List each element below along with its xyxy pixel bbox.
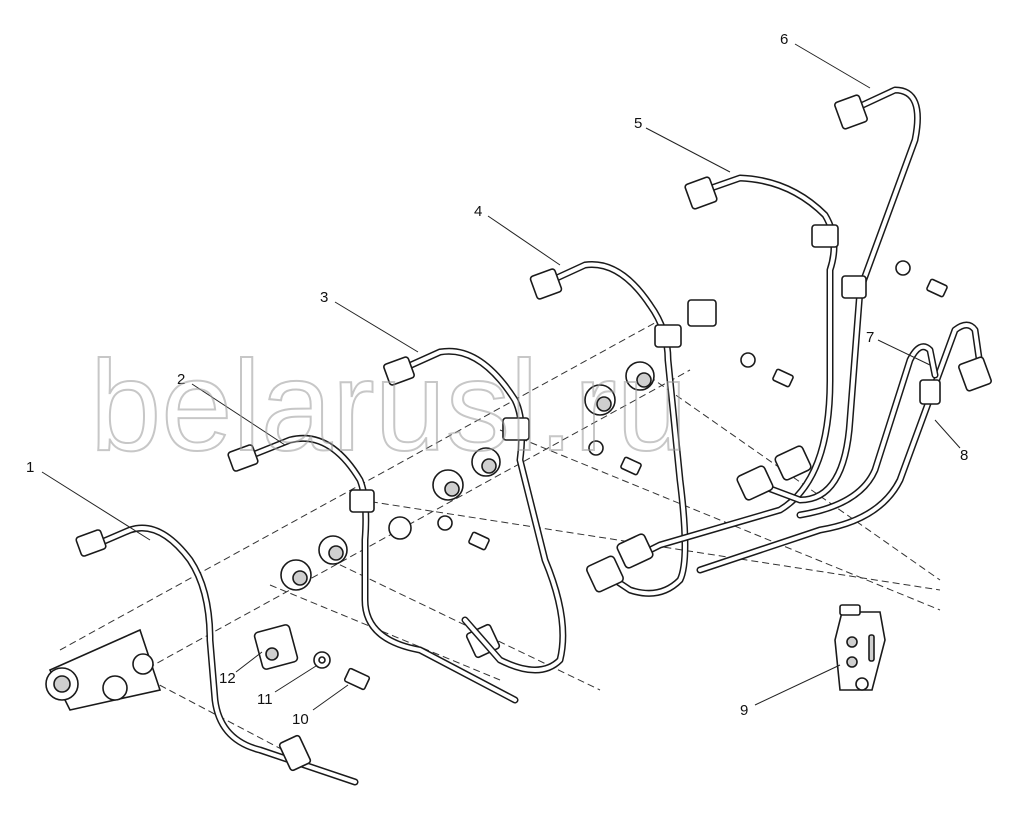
- callout-11: 11: [257, 691, 273, 708]
- fuel-pipe-6: [736, 86, 921, 504]
- callout-9: 9: [740, 702, 748, 719]
- callout-5: 5: [634, 115, 642, 132]
- fuel-pipe-3: [383, 347, 567, 674]
- callout-3: 3: [320, 289, 328, 306]
- small-hardware: [253, 260, 948, 691]
- watermark-text: belarusl.ru: [90, 335, 688, 478]
- callout-1: 1: [26, 459, 34, 476]
- fuel-pipe-1: [75, 524, 359, 786]
- callout-10: 10: [292, 711, 309, 728]
- callout-6: 6: [780, 31, 788, 48]
- callout-8: 8: [960, 447, 968, 464]
- callout-2: 2: [177, 371, 185, 388]
- callout-labels: 1 2 3 4 5 6 7 8 9 10 11 12: [26, 31, 968, 728]
- callout-12: 12: [219, 670, 236, 687]
- callout-4: 4: [474, 203, 482, 220]
- leader-lines: [41, 43, 961, 711]
- fuel-pipe-5: [616, 174, 839, 569]
- callout-7: 7: [866, 329, 874, 346]
- fuel-pipe-4: [529, 261, 689, 597]
- fuel-rail: [45, 628, 162, 711]
- rail-connectors: [280, 361, 655, 591]
- return-pipes-7-8: [696, 321, 992, 574]
